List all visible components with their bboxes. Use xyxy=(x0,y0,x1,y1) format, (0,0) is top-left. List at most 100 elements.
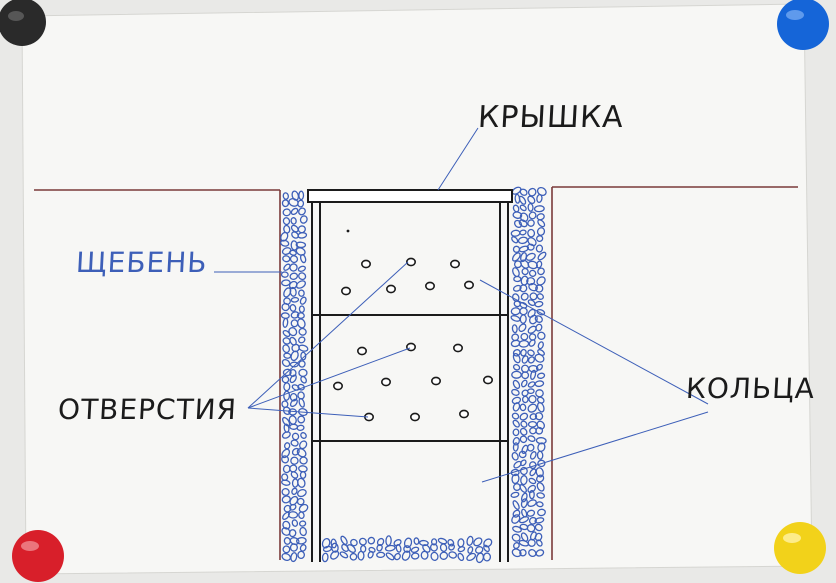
gravel-pebble xyxy=(537,251,547,261)
gravel-pebble xyxy=(518,245,530,253)
gravel-pebble xyxy=(385,552,395,561)
gravel-pebble xyxy=(535,244,544,253)
gravel-pebble xyxy=(296,536,307,545)
gravel-pebble xyxy=(535,284,544,293)
gravel-pebble xyxy=(512,525,522,533)
gravel-pebble xyxy=(283,287,292,298)
gravel-pebble xyxy=(290,207,299,216)
gravel-pebble xyxy=(535,437,547,445)
gravel-pebble xyxy=(537,341,544,350)
gravel-pebble xyxy=(280,239,290,247)
gravel-pebble xyxy=(296,448,307,458)
gravel-pebble xyxy=(290,456,299,465)
holes-group xyxy=(332,257,493,422)
gravel-pebble xyxy=(537,267,545,276)
gravel-pebble xyxy=(299,296,307,305)
gravel-pebble xyxy=(521,444,529,455)
gravel-pebble xyxy=(430,538,438,546)
rings-label: КОЛЬЦА xyxy=(685,372,816,405)
gravel-pebble xyxy=(410,552,420,560)
gravel-pebble xyxy=(527,356,535,364)
gravel-pebble xyxy=(282,329,291,338)
gravel-pebble xyxy=(288,529,297,538)
gravel-pebble xyxy=(527,202,534,212)
gravel-pebble xyxy=(526,243,535,251)
gravel-pebble xyxy=(297,265,306,272)
gravel-pebble xyxy=(520,348,527,357)
gravel-pebble xyxy=(457,546,466,553)
gravel-pebble xyxy=(519,204,527,212)
gravel-pebble xyxy=(483,544,490,553)
gravel-pebble xyxy=(282,217,291,226)
gravel-pebble xyxy=(299,215,308,224)
gravel-pebble xyxy=(535,474,545,483)
gravel-pebble xyxy=(512,436,520,446)
gravel-pebble xyxy=(298,408,308,417)
gravel-pebble xyxy=(282,416,291,427)
gravel-pebble xyxy=(297,232,308,239)
gravel-pebble xyxy=(281,455,290,464)
gravel-pebble xyxy=(291,343,300,353)
gravel-pebble xyxy=(290,224,299,233)
holes-label: ОТВЕРСТИЯ xyxy=(57,393,238,426)
gravel-bottom xyxy=(321,535,493,564)
wall-hole xyxy=(409,412,420,422)
gravel-pebble xyxy=(519,188,528,196)
gravel-pebble xyxy=(384,544,396,552)
gravel-pebble xyxy=(526,524,536,533)
gravel-pebble xyxy=(511,533,521,542)
gravel-pebble xyxy=(298,190,305,201)
gravel-pebble xyxy=(297,199,305,208)
gravel-pebble xyxy=(530,369,537,380)
wall-hole xyxy=(430,376,441,386)
gravel-pebble xyxy=(291,519,299,527)
ink-dot xyxy=(346,229,350,233)
gravel-pebble xyxy=(290,471,299,479)
gravel-pebble xyxy=(282,337,291,345)
gravel-pebble xyxy=(534,517,545,524)
paper-sheet xyxy=(21,3,813,575)
gravel-pebble xyxy=(526,277,536,286)
gravel-pebble xyxy=(280,271,289,278)
gravel-pebble xyxy=(528,394,537,404)
gravel-pebble xyxy=(511,451,519,461)
gravel-pebble xyxy=(289,272,299,280)
gravel-pebble xyxy=(349,552,358,561)
gravel-pebble xyxy=(300,375,307,384)
gravel-pebble xyxy=(528,364,539,373)
wall-hole xyxy=(463,280,474,290)
gravel-pebble xyxy=(518,195,527,205)
wall-hole xyxy=(385,284,396,294)
gravel-pebble xyxy=(289,361,299,368)
gravel-pebble xyxy=(291,432,300,441)
gravel-pebble xyxy=(520,332,529,341)
gravel-pebble xyxy=(282,545,291,554)
gravel-pebble xyxy=(466,552,477,562)
gravel-pebble xyxy=(290,552,298,563)
gravel-pebble xyxy=(537,459,546,468)
gravel-pebble xyxy=(527,388,535,395)
gravel-pebble xyxy=(283,263,291,271)
gravel-pebble xyxy=(535,549,545,557)
wall-hole xyxy=(405,257,416,267)
gravel-pebble xyxy=(288,280,298,290)
gravel-pebble xyxy=(518,323,527,333)
gravel-pebble xyxy=(475,552,485,564)
gravel-pebble xyxy=(289,249,297,256)
gravel-pebble xyxy=(521,267,529,276)
gravel-pebble xyxy=(519,548,527,557)
gravel-pebble xyxy=(510,491,520,498)
gravel-pebble xyxy=(429,543,438,552)
gravel-pebble xyxy=(520,259,530,269)
gravel-pebble xyxy=(511,388,520,396)
gravel-pebble xyxy=(512,500,520,510)
gravel-pebble xyxy=(290,217,297,225)
gravel-pebble xyxy=(299,456,308,465)
gravel-pebble xyxy=(520,532,529,542)
gravel-pebble xyxy=(534,353,545,363)
gravel-label: ЩЕБЕНЬ xyxy=(75,246,209,279)
gravel-pebble xyxy=(393,552,401,561)
gravel-pebble xyxy=(527,435,536,442)
gravel-pebble xyxy=(299,520,307,527)
